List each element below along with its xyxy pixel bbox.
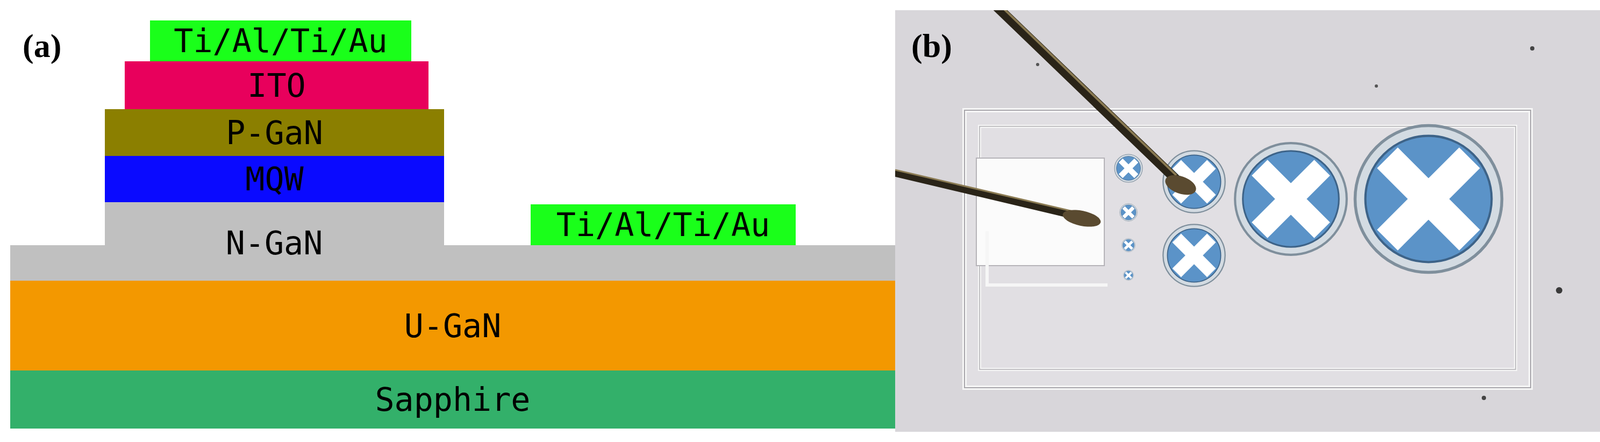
sapphire-layer: Sapphire (10, 370, 896, 429)
p-contact-layer: Ti/Al/Ti/Au (150, 20, 412, 62)
u-gan-layer: U-GaN (10, 280, 896, 371)
layer-label: N-GaN (225, 226, 324, 260)
ito-layer: ITO (124, 61, 429, 110)
n-contact-layer: Ti/Al/Ti/Au (530, 204, 796, 246)
layer-label: ITO (247, 69, 306, 102)
layer-label: Sapphire (375, 383, 531, 416)
mqw-layer: MQW (104, 155, 445, 203)
layer-label: Ti/Al/Ti/Au (173, 24, 388, 57)
layer-label: MQW (245, 162, 304, 196)
layer-label: P-GaN (225, 116, 324, 149)
panel-label: (a) (22, 29, 62, 63)
p-gan-layer: P-GaN (104, 109, 445, 156)
micrograph-photo (895, 10, 1600, 432)
layer-label: Ti/Al/Ti/Au (556, 208, 770, 241)
layer-label: U-GaN (404, 309, 502, 342)
panel-label: (b) (911, 29, 953, 63)
